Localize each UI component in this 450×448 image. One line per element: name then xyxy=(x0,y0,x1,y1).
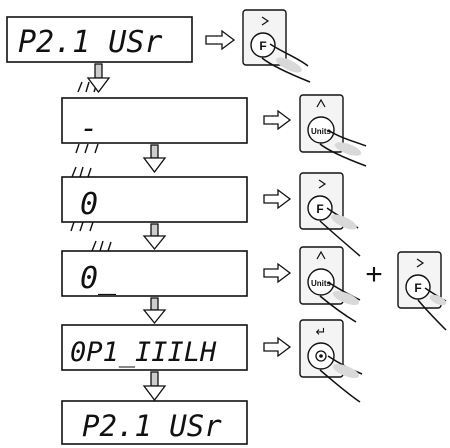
f-button[interactable]: F xyxy=(243,10,310,82)
f-button-label: F xyxy=(316,202,323,216)
enter-icon: ↵ xyxy=(316,325,327,340)
plus-sign: + xyxy=(365,258,383,291)
f-button-label: F xyxy=(414,281,421,295)
enter-button[interactable]: ↵ xyxy=(300,320,362,402)
right-arrow-icon xyxy=(264,264,290,282)
blink-marks-icon xyxy=(92,241,111,251)
f-button[interactable]: F xyxy=(300,173,360,256)
display-5-text: 0P1_IIILH xyxy=(70,337,217,368)
units-button-label: Units xyxy=(311,279,332,288)
display-2-text: - xyxy=(80,111,98,146)
f-button[interactable]: F xyxy=(398,252,448,330)
right-arrow-icon xyxy=(206,31,234,49)
down-arrow-icon xyxy=(144,372,165,400)
display-3: 0 xyxy=(62,167,247,231)
display-2: - xyxy=(62,82,247,153)
units-button[interactable]: Units xyxy=(300,247,361,322)
display-5: 0P1_IIILH xyxy=(62,325,247,370)
display-4-text: 0_ xyxy=(80,261,117,296)
down-arrow-icon xyxy=(144,224,165,249)
display-1: P2.1 USr xyxy=(7,17,192,62)
display-6: P2.1 USr xyxy=(62,401,247,444)
right-arrow-icon xyxy=(264,338,290,356)
down-arrow-icon xyxy=(144,298,165,323)
right-arrow-icon xyxy=(264,190,290,208)
units-button-label: Units xyxy=(311,127,332,136)
display-1-text: P2.1 USr xyxy=(18,25,163,60)
display-3-text: 0 xyxy=(80,187,98,222)
right-arrow-icon xyxy=(264,111,290,129)
down-arrow-icon xyxy=(144,145,165,172)
display-6-text: P2.1 USr xyxy=(82,409,222,443)
units-button[interactable]: Units xyxy=(300,95,366,166)
down-arrow-icon xyxy=(88,64,109,92)
f-button-label: F xyxy=(259,39,266,53)
